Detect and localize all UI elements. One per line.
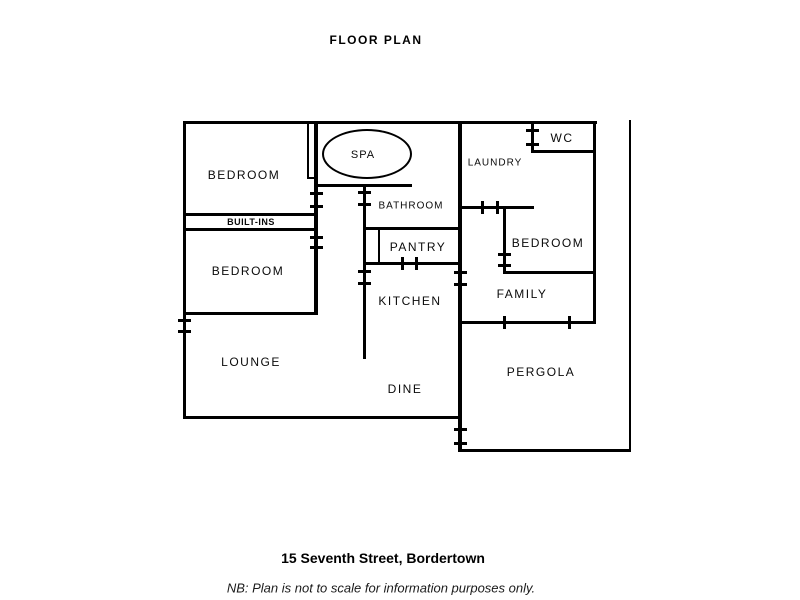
door-tick — [568, 316, 571, 329]
door-tick — [310, 192, 323, 195]
wall-bedroom1-bottom — [183, 213, 318, 216]
room-label-family: FAMILY — [496, 287, 548, 301]
wall-pantry-inner — [378, 227, 380, 265]
room-label-lounge: LOUNGE — [221, 355, 281, 369]
room-label-dine: DINE — [387, 382, 423, 396]
room-label-bedroom3: BEDROOM — [511, 236, 585, 250]
door-tick — [358, 191, 371, 194]
wall-central — [314, 121, 318, 315]
spa-tub-shape — [322, 129, 412, 179]
wall-main-vertical — [458, 121, 462, 452]
wall-bedroom3-left — [503, 206, 506, 274]
wall-pantry-bottom — [363, 262, 458, 265]
disclaimer-note: NB: Plan is not to scale for information… — [226, 580, 536, 596]
room-label-spa: SPA — [350, 149, 376, 161]
wall-left — [183, 121, 186, 419]
wall-pergola-right — [629, 120, 631, 452]
door-tick — [481, 201, 484, 214]
door-tick — [310, 205, 323, 208]
wall-family-bottom — [458, 321, 596, 324]
room-label-bedroom2: BEDROOM — [211, 264, 285, 278]
door-tick — [526, 143, 539, 146]
door-tick — [178, 330, 191, 333]
room-label-bathroom: BATHROOM — [378, 200, 444, 212]
wall-builtins-bottom — [183, 228, 318, 231]
door-tick — [358, 270, 371, 273]
door-tick — [454, 442, 467, 445]
room-label-bedroom1: BEDROOM — [207, 168, 281, 182]
room-label-pantry: PANTRY — [389, 240, 447, 254]
wall-spa-nook-left — [307, 123, 309, 179]
room-label-kitchen: KITCHEN — [378, 294, 442, 308]
door-tick — [401, 257, 404, 270]
wall-wc-bottom — [531, 150, 596, 153]
page-title: FLOOR PLAN — [329, 33, 423, 47]
wall-spa-nook-bottom — [307, 177, 316, 179]
door-tick — [454, 428, 467, 431]
wall-right-house — [593, 121, 596, 324]
room-label-wc: WC — [550, 131, 574, 145]
door-tick — [310, 236, 323, 239]
wall-top — [183, 121, 597, 124]
door-tick — [498, 264, 511, 267]
door-tick — [178, 319, 191, 322]
wall-wc-left — [531, 121, 534, 153]
door-tick — [358, 203, 371, 206]
door-tick — [415, 257, 418, 270]
door-tick — [496, 201, 499, 214]
property-address: 15 Seventh Street, Bordertown — [281, 550, 485, 566]
door-tick — [454, 283, 467, 286]
door-tick — [503, 316, 506, 329]
door-tick — [526, 129, 539, 132]
wall-bottom-dine — [183, 416, 461, 419]
room-label-builtins: BUILT-INS — [227, 217, 275, 227]
wall-bedroom3-bottom — [503, 271, 596, 274]
wall-pergola-bottom — [458, 449, 631, 452]
wall-bedroom2-bottom — [183, 312, 318, 315]
door-tick — [454, 271, 467, 274]
door-tick — [358, 282, 371, 285]
door-tick — [498, 253, 511, 256]
room-label-laundry: LAUNDRY — [467, 157, 523, 169]
wall-pantry-top — [363, 227, 458, 230]
door-tick — [310, 246, 323, 249]
room-label-pergola: PERGOLA — [506, 365, 576, 379]
